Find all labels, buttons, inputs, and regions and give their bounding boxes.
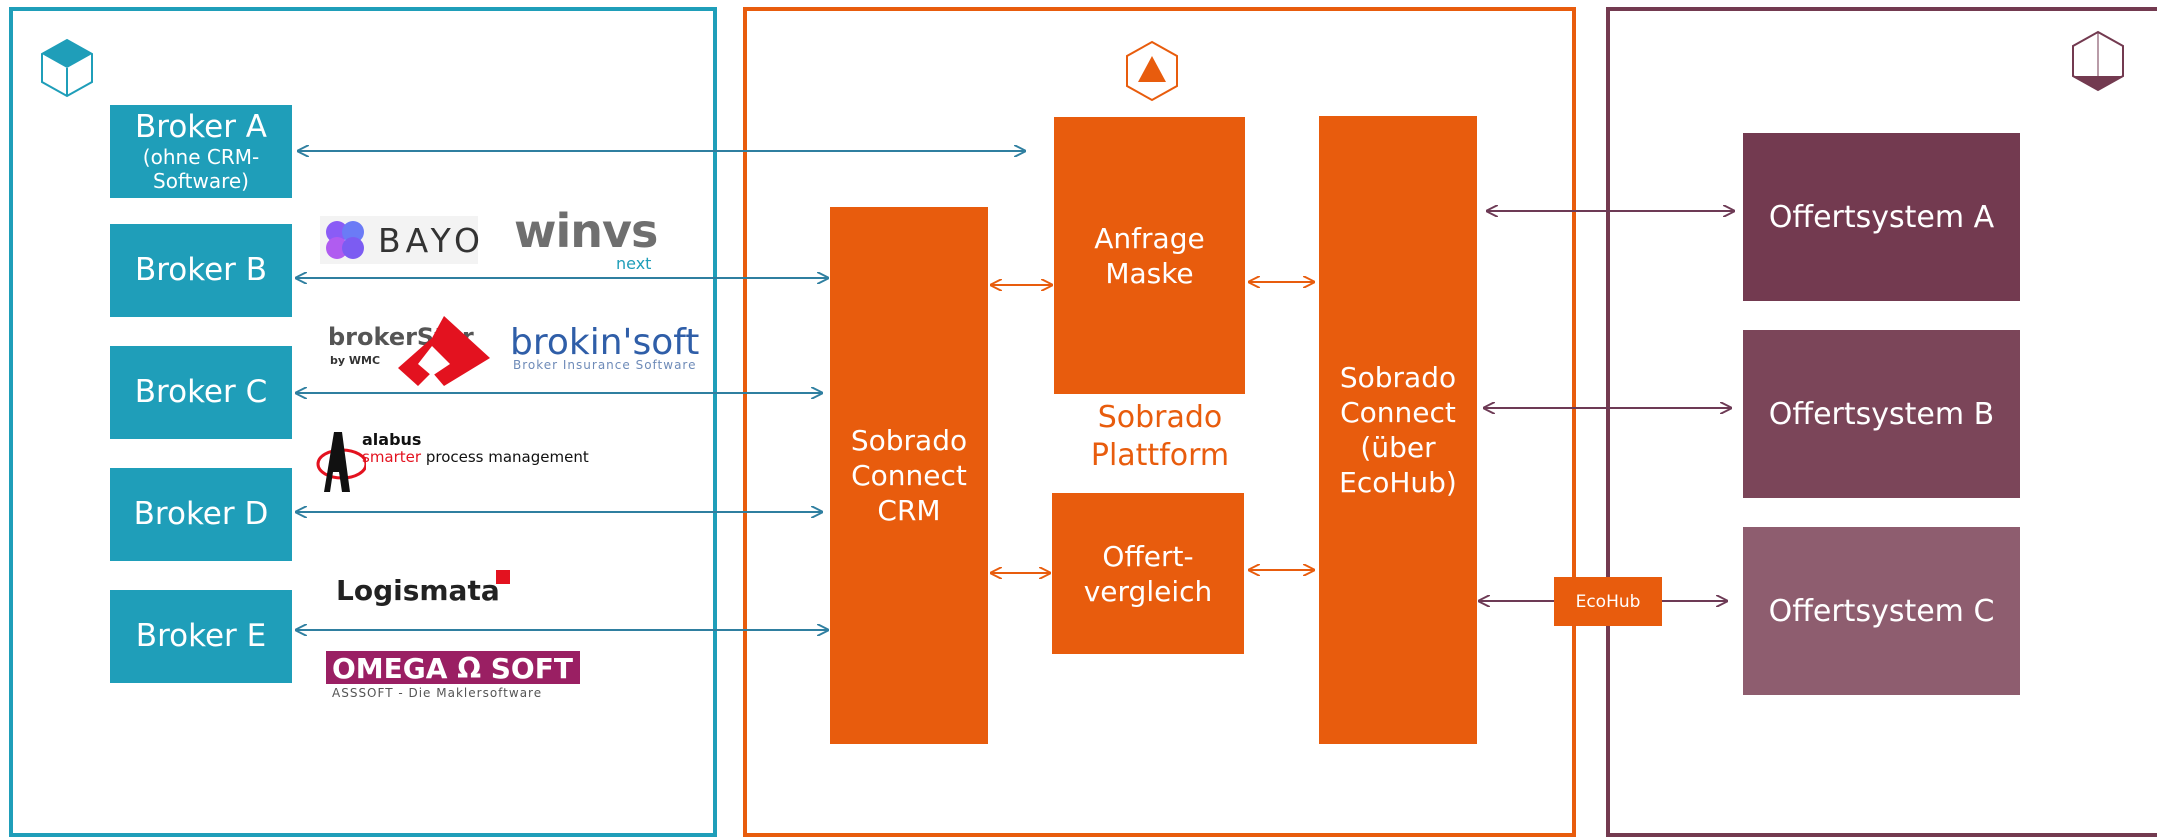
alabus-sub-smarter: smarter — [362, 448, 422, 466]
offertsystem-c-box: Offertsystem C — [1743, 527, 2020, 695]
offertsystem-cube-icon — [2072, 30, 2124, 92]
broker-a-box: Broker A (ohne CRM- Software) — [110, 105, 292, 198]
bayo-mark-icon — [326, 221, 364, 259]
offertvergleich-box: Offert- vergleich — [1052, 493, 1244, 654]
broker-e-box: Broker E — [110, 590, 292, 683]
broker-e-label: Broker E — [135, 618, 267, 655]
offertsystem-b-label: Offertsystem B — [1768, 396, 1995, 432]
offertsystem-b-box: Offertsystem B — [1743, 330, 2020, 498]
broker-d-box: Broker D — [110, 468, 292, 561]
alabus-tagline: smarter process management — [362, 448, 589, 466]
platform-cube-icon — [1126, 40, 1178, 102]
brokerstar-logo: brokerStar by WMC — [328, 316, 498, 386]
alabus-sub-process: process management — [421, 448, 589, 466]
broker-d-label: Broker D — [133, 496, 269, 533]
sobrado-connect-crm-label: Sobrado Connect CRM — [850, 424, 968, 527]
brokerstar-sub: by WMC — [330, 354, 381, 367]
brokerstar-mark-icon — [398, 316, 490, 386]
logismata-logo: Logismata — [336, 566, 516, 607]
omegasoft-logo: OMEGA Ω SOFT ASSSOFT - Die Maklersoftwar… — [326, 651, 580, 701]
anfrage-maske-label: Anfrage Maske — [1094, 221, 1205, 290]
broker-c-box: Broker C — [110, 346, 292, 439]
brokinsoft-text: brokin'soft — [510, 322, 700, 363]
alabus-logo: alabus smarter process management — [316, 426, 589, 496]
omegasoft-banner — [326, 651, 580, 684]
winvs-text: winvs — [514, 204, 658, 258]
offertsystem-a-label: Offertsystem A — [1768, 199, 1995, 235]
broker-c-label: Broker C — [134, 374, 268, 411]
ecohub-badge-label: EcoHub — [1575, 591, 1641, 612]
broker-cube-icon — [41, 38, 93, 98]
alabus-text: alabus — [362, 430, 422, 449]
sobrado-plattform-label: Sobrado Plattform — [1090, 400, 1230, 473]
sobrado-connect-ecohub-box: Sobrado Connect (über EcoHub) — [1319, 116, 1477, 744]
logismata-text: Logismata — [336, 574, 500, 607]
omegasoft-text: OMEGA Ω SOFT — [332, 652, 573, 685]
broker-b-label: Broker B — [134, 252, 268, 289]
sobrado-connect-crm-box: Sobrado Connect CRM — [830, 207, 988, 744]
brokinsoft-logo: brokin'soft Broker Insurance Software — [510, 322, 700, 372]
bayo-text: BAYO — [378, 221, 485, 260]
winvs-logo: winvs next — [514, 204, 664, 274]
offertvergleich-label: Offert- vergleich — [1083, 539, 1213, 608]
anfrage-maske-box: Anfrage Maske — [1054, 117, 1245, 394]
ecohub-badge: EcoHub — [1554, 577, 1662, 626]
winvs-sub: next — [616, 254, 652, 273]
broker-a-sublabel: (ohne CRM- Software) — [142, 144, 260, 193]
logismata-square-icon — [496, 570, 510, 584]
offertsystem-a-box: Offertsystem A — [1743, 133, 2020, 301]
broker-a-label: Broker A — [134, 109, 268, 146]
bayo-logo: BAYO — [320, 216, 480, 264]
omegasoft-sub: ASSSOFT - Die Maklersoftware — [332, 686, 543, 700]
brokinsoft-sub: Broker Insurance Software — [513, 358, 697, 372]
alabus-mark-icon — [316, 432, 366, 492]
offertsystem-c-label: Offertsystem C — [1768, 593, 1995, 629]
sobrado-connect-ecohub-label: Sobrado Connect (über EcoHub) — [1339, 361, 1457, 499]
broker-b-box: Broker B — [110, 224, 292, 317]
